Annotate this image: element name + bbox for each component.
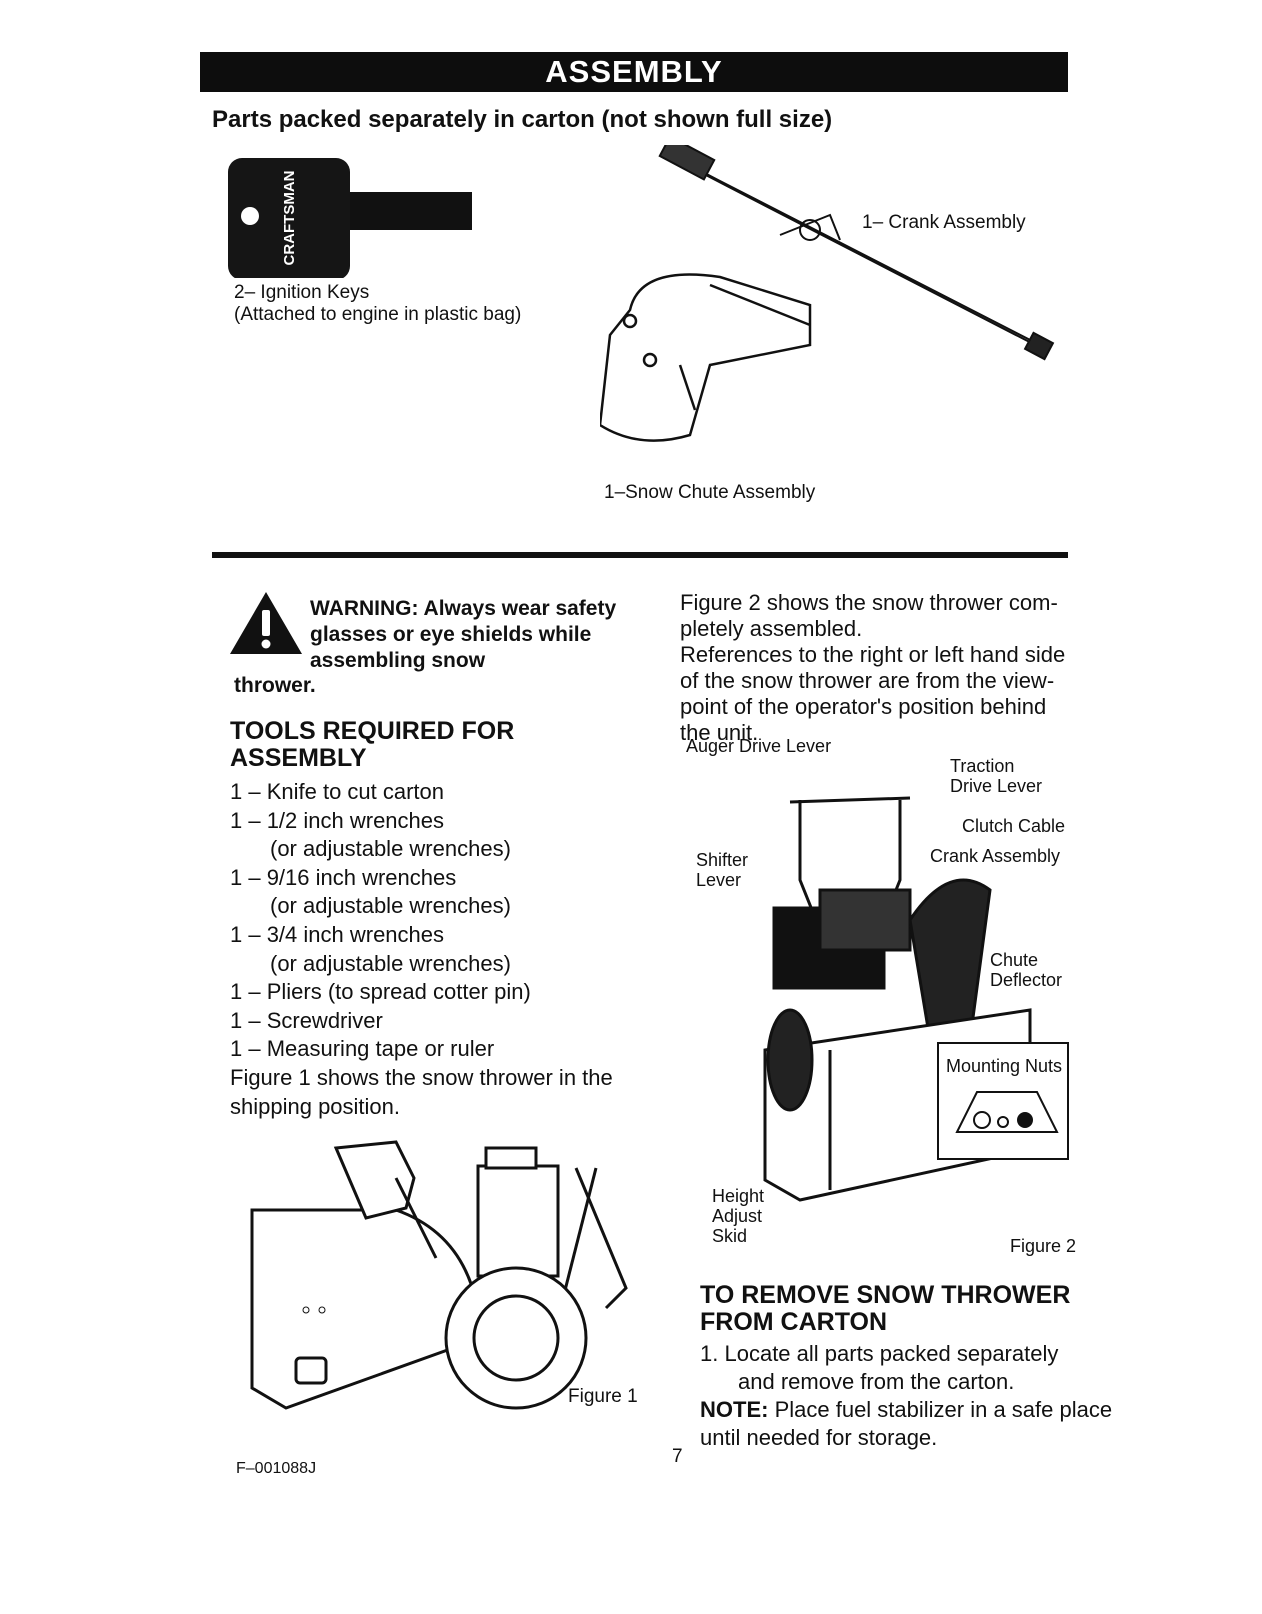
list-item: 1. Locate all parts packed separately: [700, 1341, 1059, 1366]
mounting-nuts-inset: [937, 1042, 1069, 1165]
ignition-key-illustration: CRAFTSMAN: [228, 158, 478, 283]
note: NOTE: Place fuel stabilizer in a safe pl…: [700, 1397, 1113, 1450]
clutch-cable-label: Clutch Cable: [962, 816, 1066, 836]
banner-title: ASSEMBLY: [545, 54, 723, 89]
snow-chute-drawing: [598, 273, 812, 442]
list-item: 1 – 3/4 inch wrenches: [230, 921, 445, 947]
mounting-nuts-label: Mounting Nuts: [946, 1056, 1063, 1076]
list-item: 1 – 9/16 inch wrenches: [230, 864, 457, 890]
section-banner: ASSEMBLY: [200, 52, 1068, 92]
list-item: (or adjustable wrenches): [270, 893, 511, 919]
snow-chute-label: 1–Snow Chute Assembly: [604, 482, 816, 503]
intro-paragraph-2: References to the right or left hand sid…: [680, 642, 1066, 745]
figure1-description: Figure 1 shows the snow thrower in the s…: [230, 1064, 613, 1119]
parts-subheading: Parts packed separately in carton (not s…: [212, 106, 833, 133]
shifter-lever-label: Shifter Lever: [696, 850, 749, 890]
figure1-illustration: [246, 1138, 646, 1433]
warning-text-tail: thrower.: [234, 674, 316, 697]
tools-heading: TOOLS REQUIRED FOR ASSEMBLY: [230, 717, 515, 772]
page-number: 7: [672, 1446, 683, 1467]
crank-assembly-drawing: [658, 135, 1055, 361]
note-label: NOTE:: [700, 1397, 769, 1422]
intro-paragraph-1: Figure 2 shows the snow thrower com-plet…: [680, 590, 1058, 641]
list-item: (or adjustable wrenches): [270, 836, 511, 862]
list-item: 1 – Screwdriver: [230, 1007, 383, 1033]
list-item: 1 – Pliers (to spread cotter pin): [230, 979, 531, 1005]
ignition-keys-label: 2– Ignition Keys (Attached to engine in …: [234, 282, 522, 325]
remove-instructions: 1. Locate all parts packed separately an…: [700, 1340, 1120, 1452]
warning-icon: [228, 590, 304, 661]
height-adjust-skid-label: Height Adjust Skid: [712, 1186, 765, 1246]
remove-heading: TO REMOVE SNOW THROWER FROM CARTON: [700, 1281, 1071, 1336]
crank-chute-illustration: [598, 135, 1070, 470]
figure2-caption: Figure 2: [1010, 1236, 1077, 1256]
document-code: F–001088J: [236, 1460, 317, 1477]
auger-drive-lever-label: Auger Drive Lever: [686, 736, 832, 756]
tools-list: 1 – Knife to cut carton 1 – 1/2 inch wre…: [230, 778, 650, 1121]
section-divider: [212, 552, 1068, 558]
crank-assembly-callout: Crank Assembly: [930, 846, 1061, 866]
list-item: (or adjustable wrenches): [270, 950, 511, 976]
list-item: 1 – Knife to cut carton: [230, 779, 445, 804]
chute-deflector-label: Chute Deflector: [990, 950, 1063, 990]
list-item: 1 – 1/2 inch wrenches: [230, 807, 445, 833]
figure1-caption: Figure 1: [568, 1386, 638, 1407]
traction-drive-lever-label: Traction Drive Lever: [950, 756, 1043, 796]
warning-text: WARNING: Always wear safety glasses or e…: [310, 597, 617, 672]
crank-assembly-label: 1– Crank Assembly: [862, 212, 1026, 233]
key-brand-text: CRAFTSMAN: [281, 171, 298, 266]
list-item: 1 – Measuring tape or ruler: [230, 1036, 495, 1062]
